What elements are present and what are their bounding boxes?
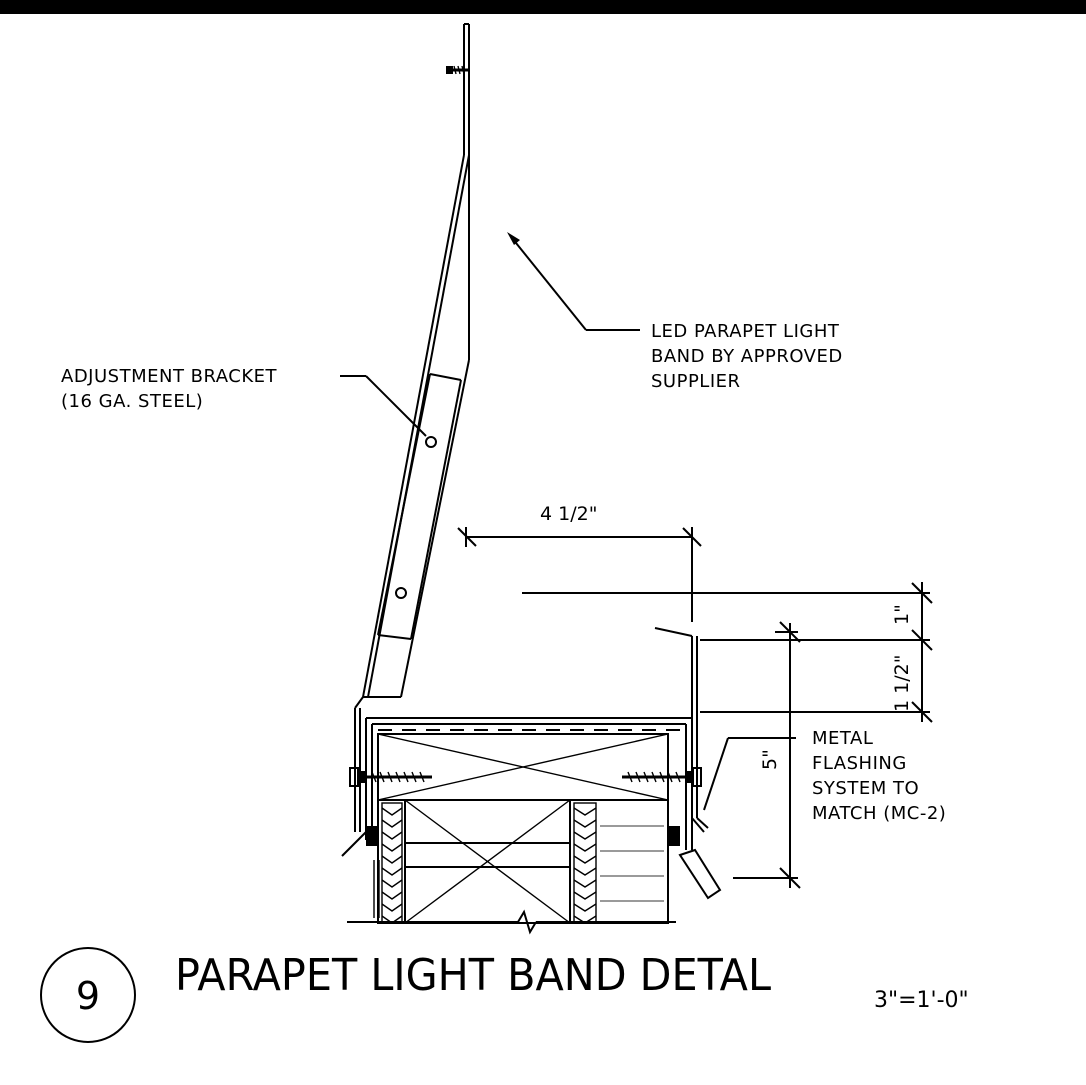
note-bracket-line-2: (16 GA. STEEL) bbox=[61, 391, 203, 412]
detail-number: 9 bbox=[76, 974, 100, 1018]
sealant-joints bbox=[366, 826, 680, 846]
light-band-body bbox=[362, 154, 470, 698]
note-flashing-line-4: MATCH (MC-2) bbox=[812, 803, 946, 824]
leader-flashing bbox=[703, 737, 796, 811]
note-flashing-line-1: METAL bbox=[812, 728, 873, 749]
note-flashing-line-2: FLASHING bbox=[812, 753, 907, 774]
note-flashing-line-3: SYSTEM TO bbox=[812, 778, 919, 799]
bottom-breakline bbox=[347, 909, 676, 935]
light-band-fin bbox=[463, 23, 470, 155]
sheathing-left bbox=[381, 802, 403, 924]
bracket-hole-upper bbox=[425, 436, 437, 448]
note-light-band: LED PARAPET LIGHT BAND BY APPROVED SUPPL… bbox=[651, 321, 843, 392]
screw-icon bbox=[446, 65, 468, 75]
leader-light-band bbox=[507, 232, 640, 331]
note-light-band-line-3: SUPPLIER bbox=[651, 371, 741, 392]
bolt-right-icon bbox=[622, 767, 702, 787]
detail-number-circle bbox=[40, 947, 136, 1043]
insulation-lines bbox=[600, 825, 664, 902]
dimension-top-label: 1" bbox=[891, 604, 913, 625]
note-light-band-line-2: BAND BY APPROVED bbox=[651, 346, 843, 367]
dimension-width-label: 4 1/2" bbox=[540, 503, 597, 525]
note-bracket-line-1: ADJUSTMENT BRACKET bbox=[61, 366, 278, 387]
leader-bracket bbox=[340, 375, 427, 437]
bracket-hole-lower bbox=[395, 587, 407, 599]
detail-title: PARAPET LIGHT BAND DETAL bbox=[175, 950, 771, 1001]
wood-blocking-top bbox=[377, 733, 669, 801]
detail-scale: 3"=1'-0" bbox=[874, 988, 969, 1013]
sheathing-right bbox=[573, 802, 597, 924]
wall-framing bbox=[377, 799, 669, 924]
dimension-middle-label: 1 1/2" bbox=[891, 655, 913, 712]
left-fascia bbox=[341, 831, 380, 918]
bracket-leg bbox=[354, 696, 364, 832]
detail-title-block: 9 PARAPET LIGHT BAND DETAL 3"=1'-0" bbox=[40, 947, 969, 1043]
dimension-height-label: 5" bbox=[759, 749, 781, 770]
note-flashing: METAL FLASHING SYSTEM TO MATCH (MC-2) bbox=[812, 728, 946, 824]
note-bracket: ADJUSTMENT BRACKET (16 GA. STEEL) bbox=[61, 366, 278, 412]
right-flashing bbox=[654, 627, 722, 900]
note-light-band-line-1: LED PARAPET LIGHT bbox=[651, 321, 840, 342]
dimension-height-five bbox=[733, 621, 801, 889]
top-border-bar bbox=[0, 0, 1086, 14]
dimension-width bbox=[457, 527, 702, 622]
adjustment-bracket bbox=[377, 373, 462, 640]
dimension-height-stack bbox=[522, 582, 933, 723]
bolt-left-icon bbox=[349, 767, 432, 787]
